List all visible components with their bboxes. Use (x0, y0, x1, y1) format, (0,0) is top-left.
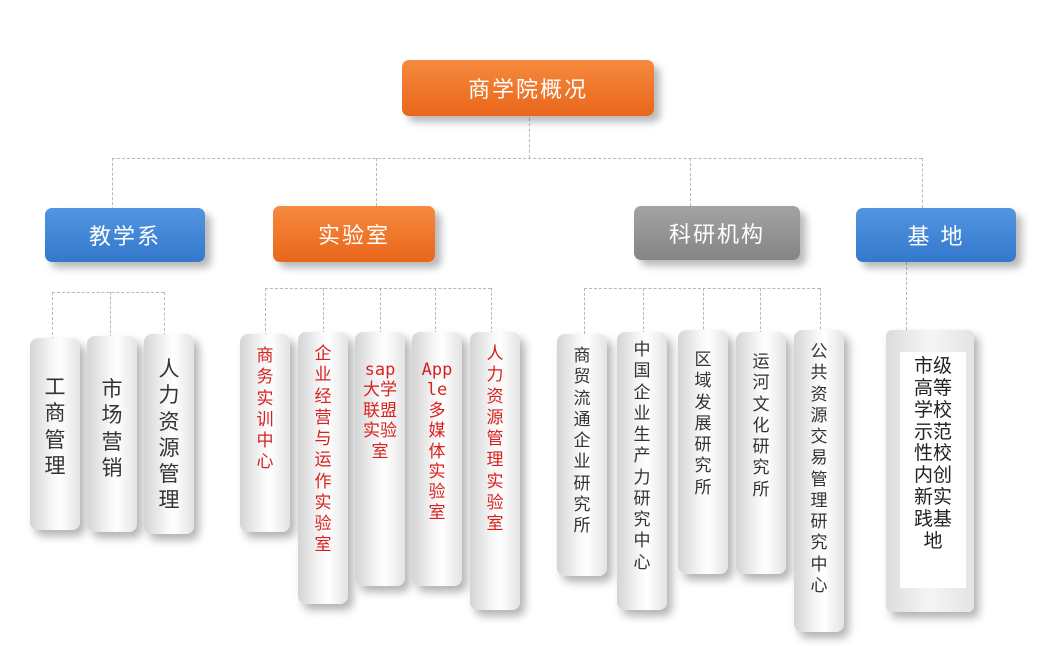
category-teaching: 教学系 (45, 208, 205, 262)
research-item: 商贸流通企业研究所 (557, 334, 607, 576)
research-item-label: 运河文化研究所 (752, 352, 770, 500)
lab-item-label: 人力资源管理实验室 (486, 344, 504, 534)
research-item: 区域发展研究所 (678, 330, 728, 574)
teaching-item-label: 市场营销 (101, 377, 123, 480)
base-item-text: 市级高等学校示范性校内创新实践基地 (913, 355, 952, 552)
category-lab: 实验室 (273, 206, 435, 262)
category-base-label: 基 地 (907, 225, 965, 250)
category-lab-label: 实验室 (317, 224, 390, 249)
category-teaching-label: 教学系 (88, 225, 161, 250)
teaching-item-label: 人力资源管理 (158, 357, 180, 513)
lab-item: 人力资源管理实验室 (470, 332, 520, 610)
root-box: 商学院概况 (402, 60, 654, 116)
root-label: 商学院概况 (467, 78, 588, 103)
lab-item-label: sap大学联盟实验室 (362, 360, 397, 462)
category-base: 基 地 (856, 208, 1016, 262)
lab-item: sap大学联盟实验室 (355, 332, 405, 586)
lab-item-label: Apple多媒体实验室 (421, 360, 453, 523)
teaching-item-label: 工商管理 (44, 375, 66, 478)
teaching-item: 工商管理 (30, 338, 80, 530)
lab-item: Apple多媒体实验室 (412, 332, 462, 586)
research-item: 中国企业生产力研究中心 (617, 332, 667, 610)
category-research-label: 科研机构 (668, 223, 765, 248)
research-item-label: 商贸流通企业研究所 (573, 346, 591, 536)
research-item-label: 中国企业生产力研究中心 (633, 340, 651, 573)
teaching-item: 市场营销 (87, 336, 137, 532)
lab-item-label: 商务实训中心 (256, 346, 274, 473)
lab-item: 商务实训中心 (240, 334, 290, 532)
research-item-label: 公共资源交易管理研究中心 (810, 342, 828, 596)
teaching-item: 人力资源管理 (144, 334, 194, 534)
research-item-label: 区域发展研究所 (694, 350, 712, 498)
research-item: 运河文化研究所 (736, 332, 786, 574)
research-item: 公共资源交易管理研究中心 (794, 330, 844, 632)
category-research: 科研机构 (634, 206, 800, 260)
base-item-label: 市级高等学校示范性校内创新实践基地 (900, 352, 966, 588)
lab-item: 企业经营与运作实验室 (298, 332, 348, 604)
lab-item-label: 企业经营与运作实验室 (314, 344, 332, 556)
